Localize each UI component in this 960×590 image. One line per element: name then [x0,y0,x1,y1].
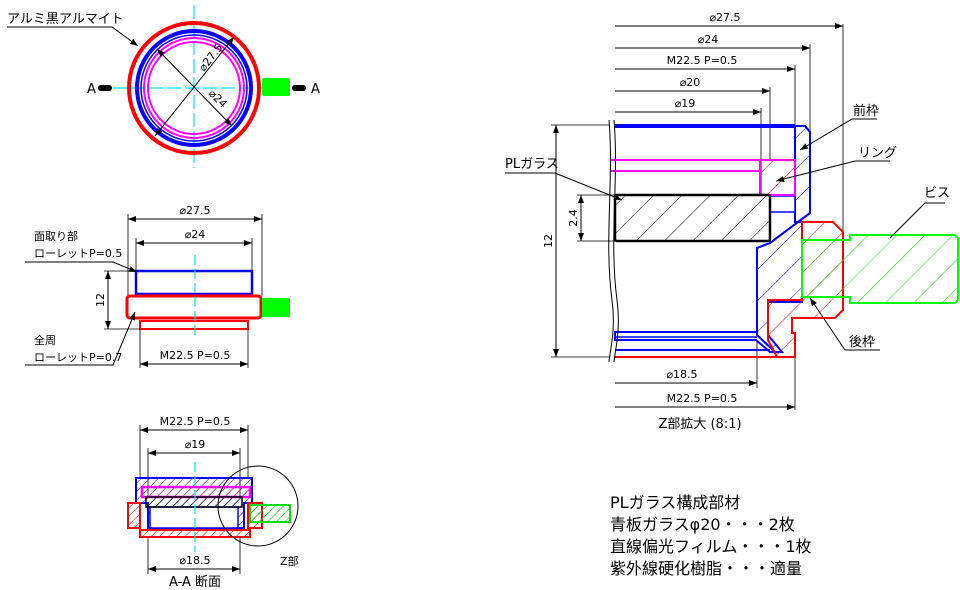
break-line [613,119,619,363]
dim-inner-label: ⌀24 [206,87,230,111]
rear-thread-side [139,320,249,330]
front-frame-step [769,195,796,213]
dim-thread-label: M22.5 P=0.5 [160,349,231,362]
dim-27-5-label: ⌀27.5 [709,11,740,24]
dim-height-label: 12 [542,234,555,248]
note-full-1: 全周 [34,333,56,347]
leader-front-frame [799,118,877,151]
dim-line-24 [156,48,233,127]
note-chamfer-leader [25,261,138,273]
note-full-2: ローレットP=0.7 [34,351,122,364]
label-front-frame: 前枠 [853,103,879,119]
screw [801,234,959,304]
note-chamfer-2: ローレットP=0.5 [34,247,122,260]
notes-title: PLガラス構成部材 [610,493,741,512]
dim-thread-top-label: M22.5 P=0.5 [667,54,738,67]
materials-notes: PLガラス構成部材 青板ガラスφ20・・・2枚 直線偏光フィルム・・・1枚 紫外… [610,492,812,580]
finish-leader [7,26,139,47]
screw-head-side [262,298,290,317]
section-view: M22.5 P=0.5 ⌀19 Z部 ⌀18.5 A-A 断面 [127,415,299,590]
note-chamfer-1: 面取り部 [34,229,78,243]
leader-screw [889,202,945,239]
label-rear-frame: 後枠 [849,335,875,350]
break-line [608,119,614,363]
dim-outer-label: ⌀27.5 [179,204,210,217]
front-frame-side [134,269,254,296]
label-screw: ビス [924,186,950,201]
leader-rear-frame [809,297,880,351]
notes-item: 直線偏光フィルム・・・1枚 [610,537,812,556]
dim-24-label: ⌀24 [698,33,719,46]
front-frame-inner [140,34,248,142]
dim-height-label: 12 [94,293,107,307]
top-view: ⌀27.5 ⌀24 A A アルミ黒アルマイト [7,5,320,168]
note-full-leader [25,311,136,366]
rear-frame-side [125,294,263,320]
label-pl-glass: PLガラス [505,157,559,172]
front-frame-outline [135,29,253,147]
side-view: ⌀27.5 ⌀24 12 M22.5 P=0.5 面取り部 ローレットP=0.5… [25,204,290,368]
glass-section [145,496,243,508]
dim-outer-label: ⌀27.5 [196,41,225,74]
rear-frame-outline [127,21,261,155]
label-ring: リング [858,146,897,161]
detail-caption: Z部拡大 (8:1) [658,417,741,432]
notes-item: 紫外線硬化樹脂・・・適量 [610,559,803,578]
front-frame-bore [149,506,239,529]
section-mark-right: A [311,82,320,97]
dim-18-5-label: ⌀18.5 [179,554,210,567]
pl-glass [613,193,772,243]
ring-section [140,485,252,499]
screw-section [249,504,291,523]
section-caption: A-A 断面 [169,575,221,590]
dim-glass-label: 2.4 [567,209,580,227]
finish-label: アルミ黒アルマイト [7,12,124,27]
dim-thread-label: M22.5 P=0.5 [160,415,231,428]
notes-item: 青板ガラスφ20・・・2枚 [610,515,795,534]
detail-circle[interactable] [217,465,299,547]
leader-pl-glass [505,172,623,201]
section-mark-left: A [87,82,96,97]
dim-inner-label: ⌀24 [185,228,206,241]
dim-18-5-label: ⌀18.5 [666,368,697,381]
detail-label: Z部 [280,554,299,568]
dim-thread-bottom-label: M22.5 P=0.5 [667,392,738,405]
dim-19-label: ⌀19 [675,97,696,110]
dim-20-label: ⌀20 [680,76,701,89]
dim-19-label: ⌀19 [185,438,206,451]
screw-head [262,78,290,96]
section-arrow-left [98,85,112,91]
rear-frame-section [127,502,263,538]
section-arrow-right [292,85,306,91]
detail-view: ⌀27.5 ⌀24 M22.5 P=0.5 ⌀20 ⌀19 12 2.4 ⌀18… [505,11,959,432]
leader-ring [775,160,890,182]
